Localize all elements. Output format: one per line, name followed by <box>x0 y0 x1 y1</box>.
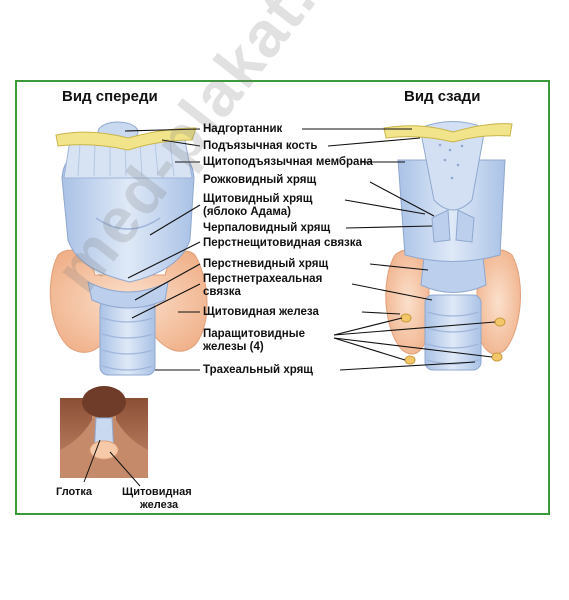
label-cricotracheal-ligament: Перстнетрахеальная <box>203 273 323 285</box>
label-parathyroid-glands: Паращитовидные <box>203 328 305 340</box>
label-cricothyroid-ligament: Перстнещитовидная связка <box>203 237 362 249</box>
parathyroid-gland-3 <box>404 355 416 365</box>
back-arytenoid-right <box>455 209 475 243</box>
back-view-heading: Вид сзади <box>404 88 481 105</box>
inset-thyroid-label: Щитовидная <box>122 486 192 498</box>
neck-inset <box>60 386 148 487</box>
parathyroid-gland-1 <box>400 313 412 323</box>
label-thyroid-gland: Щитовидная железа <box>203 306 319 318</box>
label-hyoid-bone: Подъязычная кость <box>203 140 318 152</box>
label-arytenoid-cartilage: Черпаловидный хрящ <box>203 222 331 234</box>
front-hyoid-bone <box>55 127 197 151</box>
front-view-heading: Вид спереди <box>62 88 158 105</box>
label-thyrohyoid-membrane: Щитоподъязычная мембрана <box>203 156 373 168</box>
back-arytenoid-left <box>431 209 451 243</box>
back-hyoid-bone <box>383 123 513 143</box>
leader-lines <box>124 128 496 371</box>
label-cricotracheal-ligament-2: связка <box>203 286 241 298</box>
inset-pharynx-label: Глотка <box>56 486 92 498</box>
label-cricoid-cartilage: Перстневидный хрящ <box>203 258 329 270</box>
parathyroid-gland-2 <box>494 317 506 327</box>
label-epiglottis: Надгортанник <box>203 123 283 135</box>
back-view <box>383 121 521 371</box>
inset-thyroid-label-2: железа <box>140 499 179 511</box>
label-thyroid-cartilage: Щитовидный хрящ <box>203 193 313 205</box>
back-thyroid-cartilage <box>397 159 506 262</box>
front-view <box>49 121 208 376</box>
parathyroid-gland-4 <box>491 352 503 362</box>
label-parathyroid-glands-2: железы (4) <box>203 341 264 353</box>
back-epiglottis <box>419 121 486 211</box>
front-cricoid <box>87 281 169 309</box>
label-tracheal-cartilage: Трахеальный хрящ <box>203 364 313 376</box>
label-corniculate-cartilage: Рожковидный хрящ <box>203 174 317 186</box>
label-thyroid-cartilage-adams-apple: (яблоко Адама) <box>203 206 291 218</box>
